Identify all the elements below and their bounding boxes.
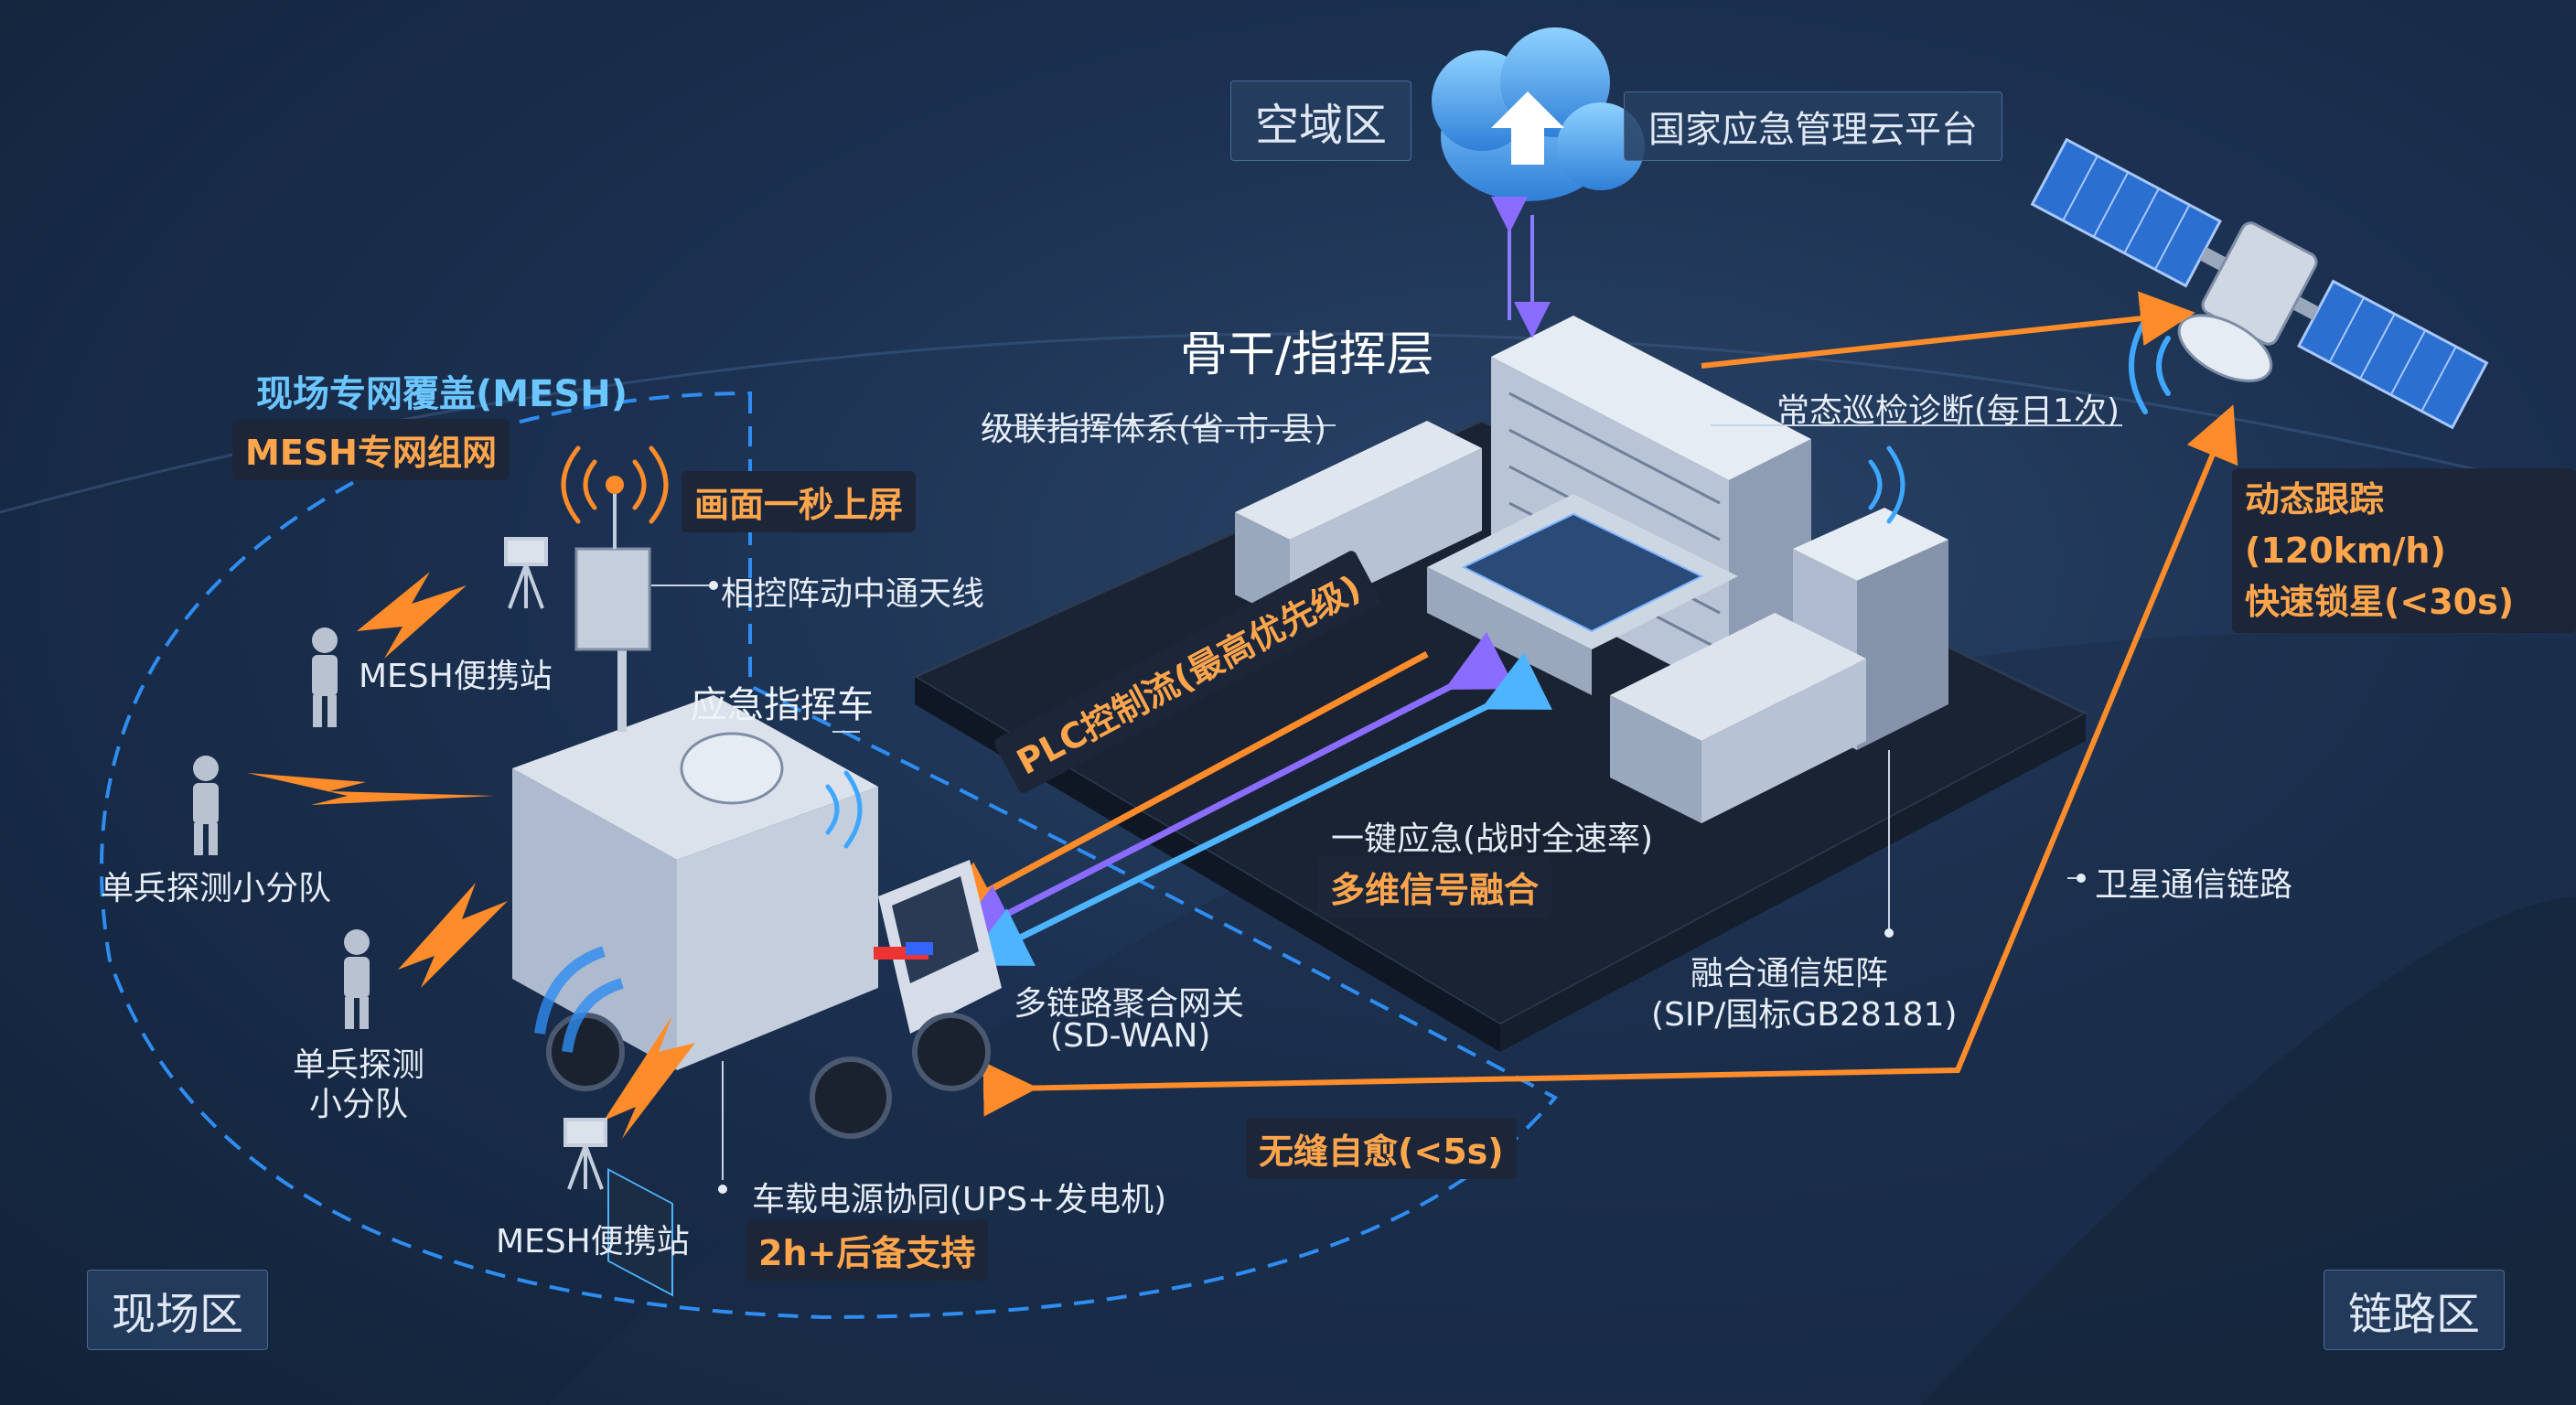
command-vehicle-label: 应急指挥车: [691, 684, 874, 726]
leader-lines: [651, 424, 2122, 1180]
soldier-icons: [193, 627, 370, 1029]
satellite-link-label: 卫星通信链路: [2095, 866, 2293, 904]
zone-label-field: 现场区: [87, 1270, 269, 1350]
self-healing-badge: 无缝自愈(<5s): [1246, 1118, 1517, 1179]
mesh-network-badge: MESH专网组网: [232, 419, 510, 480]
phased-array-antenna-label: 相控阵动中通天线: [721, 575, 985, 613]
power-coordination-label: 车载电源协同(UPS+发电机): [752, 1181, 1167, 1218]
cloud-platform-label: 国家应急管理云平台: [1624, 91, 2002, 161]
zone-label-link: 链路区: [2324, 1270, 2506, 1350]
satellite-links: [982, 291, 2238, 1117]
cloud-hq-link: [1491, 197, 1551, 338]
satellite-lock-text: 快速锁星(<30s): [2245, 582, 2515, 622]
screen-upload-badge: 画面一秒上屏: [682, 471, 917, 532]
satellite-icon: [2030, 137, 2489, 430]
broadcast-signal-icon: [561, 445, 669, 524]
vehicle-beam-icon: [534, 946, 624, 1053]
cloud-upload-icon: [1432, 27, 1645, 201]
squad-b-label-line2: 小分队: [309, 1086, 409, 1123]
satellite-tracking-badge: 动态跟踪(120km/h) 快速锁星(<30s): [2232, 468, 2576, 633]
signal-flows: [932, 631, 1552, 966]
lightning-icons: [247, 572, 695, 1139]
backbone-tier-title: 骨干/指挥层: [1180, 327, 1434, 382]
vehicle-wifi-icon: [825, 770, 863, 849]
mesh-portable-station-top-label: MESH便携站: [359, 658, 553, 695]
mesh-station-icons: [504, 537, 607, 1190]
fusion-matrix-protocols: (SIP/国标GB28181): [1651, 996, 1958, 1034]
mesh-coverage-title: 现场专网覆盖(MESH): [256, 373, 628, 415]
patrol-diagnosis-label: 常态巡检诊断(每日1次): [1776, 392, 2120, 430]
gateway-label-line1: 多链路聚合网关: [1014, 985, 1245, 1023]
hq-wifi-icon: [1868, 445, 1905, 524]
one-key-emergency-label: 一键应急(战时全速率): [1331, 820, 1654, 858]
power-backup-badge: 2h+后备支持: [746, 1219, 989, 1281]
satellite-signal-icon: [2129, 317, 2171, 414]
command-vehicle: [512, 476, 1002, 1297]
squad-a-label: 单兵探测小分队: [101, 870, 332, 907]
mesh-portable-station-bottom-label: MESH便携站: [496, 1223, 690, 1260]
squad-b-label-line1: 单兵探测: [293, 1046, 425, 1084]
fusion-matrix-title: 融合通信矩阵: [1690, 955, 1889, 992]
leader-dots: [709, 581, 2086, 1194]
zone-label-airspace: 空域区: [1230, 80, 1412, 161]
signal-fusion-badge: 多维信号融合: [1317, 856, 1552, 917]
satellite-tracking-text: 动态跟踪(120km/h): [2245, 479, 2446, 571]
cascade-command-label: 级联指挥体系(省-市-县): [981, 411, 1327, 448]
gateway-label-line2: (SD-WAN): [1050, 1017, 1211, 1055]
